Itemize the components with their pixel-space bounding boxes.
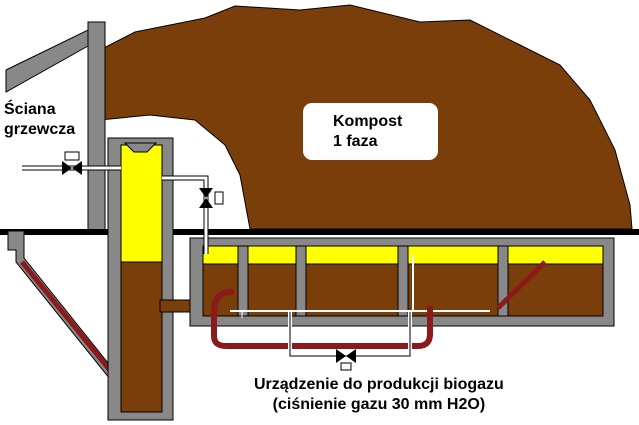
compost-label-box xyxy=(303,103,438,160)
device-label: Urządzenie do produkcji biogazu (ciśnien… xyxy=(254,375,504,415)
outlet-pipe xyxy=(496,260,547,310)
wall-label-line1: Ściana xyxy=(4,101,56,118)
column-gas xyxy=(120,144,163,263)
wall-valve-icon-right xyxy=(72,161,82,175)
transfer-valve-actuator-icon xyxy=(214,191,224,205)
column-cap xyxy=(123,142,158,153)
wall-label-line2: grzewcza xyxy=(4,121,76,138)
wall-label: Ściana grzewcza xyxy=(4,100,75,140)
compost-label-line2: 1 faza xyxy=(333,133,378,150)
compost-label: Kompost 1 faza xyxy=(333,112,402,152)
ground-line xyxy=(0,229,639,235)
device-label-line1: Urządzenie do produkcji biogazu xyxy=(254,376,504,393)
wall-valve-actuator-icon xyxy=(64,151,80,161)
transfer-valve-icon xyxy=(199,188,213,198)
bottom-valve-icon xyxy=(336,349,346,363)
transfer-valve-icon-bottom xyxy=(199,198,213,208)
bottom-valve-actuator-icon xyxy=(340,362,352,371)
tank-divider-1 xyxy=(237,245,249,317)
transfer-gas-line-outline xyxy=(162,175,209,254)
device-label-line2: (ciśnienie gazu 30 mm H2O) xyxy=(272,396,486,413)
tank-divider-3 xyxy=(397,245,409,317)
column-sludge xyxy=(120,261,163,413)
heating-wall xyxy=(87,21,106,231)
tank-divider-4 xyxy=(497,245,509,317)
bottom-valve-icon-right xyxy=(346,349,356,363)
wall-valve-icon xyxy=(62,161,72,175)
roof-beam xyxy=(5,29,89,93)
transfer-gas-line xyxy=(162,176,208,254)
tank-divider-2 xyxy=(295,245,307,317)
compost-label-line1: Kompost xyxy=(333,113,403,130)
heating-loop xyxy=(211,288,433,349)
